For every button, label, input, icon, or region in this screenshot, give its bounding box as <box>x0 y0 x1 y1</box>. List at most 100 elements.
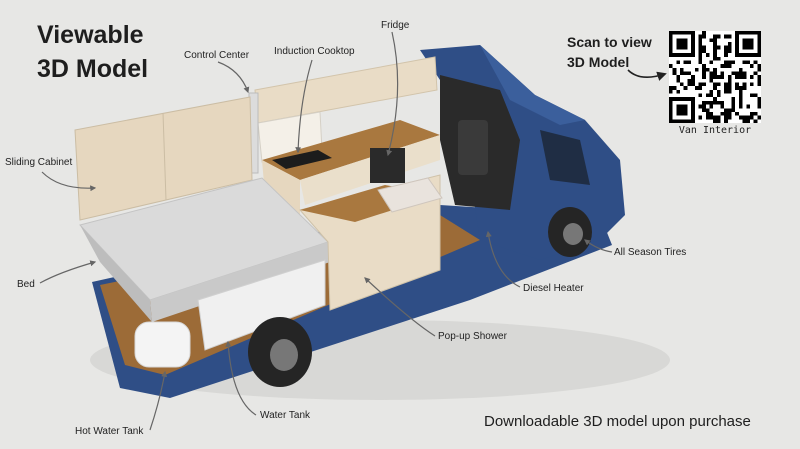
kitchen-cabinet-front <box>262 160 300 215</box>
qr-module <box>702 108 706 112</box>
qr-module <box>709 71 714 76</box>
qr-module <box>757 97 761 101</box>
qr-module <box>724 119 728 123</box>
qr-module <box>713 49 717 54</box>
qr-module <box>746 60 750 65</box>
qr-module <box>727 89 732 94</box>
qr-module <box>709 89 714 94</box>
qr-module <box>698 93 703 98</box>
qr-module <box>757 100 761 105</box>
kitchen-counter <box>262 120 440 180</box>
label-water-tank: Water Tank <box>260 410 311 421</box>
qr-module <box>738 93 743 98</box>
bed-side <box>80 225 152 322</box>
qr-module <box>753 93 758 98</box>
qr-module <box>738 86 743 90</box>
qr-module <box>709 38 714 43</box>
qr-module <box>713 71 717 76</box>
label-pop-up-shower: Pop-up Shower <box>438 331 507 342</box>
qr-module <box>742 86 747 90</box>
qr-module <box>738 67 743 72</box>
qr-module <box>724 86 728 90</box>
qr-module <box>676 60 681 65</box>
qr-module <box>680 67 684 72</box>
qr-module <box>757 78 761 83</box>
qr-module <box>757 64 761 68</box>
qr-module <box>669 89 673 94</box>
cab-window <box>540 130 590 185</box>
qr-module <box>680 82 684 87</box>
qr-module <box>742 115 747 120</box>
qr-module <box>724 115 728 120</box>
qr-module <box>738 71 743 76</box>
qr-module <box>705 100 710 105</box>
qr-module <box>727 86 732 90</box>
qr-module <box>757 115 761 120</box>
qr-module <box>687 82 692 87</box>
hot-water-tank <box>134 321 191 368</box>
qr-module <box>727 60 732 65</box>
qr-module <box>753 60 758 65</box>
qr-module <box>727 108 732 112</box>
qr-caption: Van Interior <box>678 125 752 136</box>
qr-module <box>709 78 714 83</box>
qr-module <box>713 75 717 79</box>
qr-module <box>753 111 758 116</box>
sink-basin <box>377 177 443 213</box>
qr-module <box>694 86 699 90</box>
callout-arrow-pop-up-shower <box>364 277 436 337</box>
qr-module <box>672 86 677 90</box>
callout-arrow-water-tank <box>225 340 257 416</box>
qr-module <box>735 86 739 90</box>
qr-module <box>716 115 721 120</box>
qr-module <box>731 97 736 101</box>
upper-wall-panel <box>254 56 438 124</box>
qr-module <box>724 49 728 54</box>
qr-module <box>727 111 732 116</box>
qr-module <box>727 78 732 83</box>
qr-module <box>672 71 677 76</box>
qr-finder <box>676 38 688 50</box>
qr-module <box>724 64 728 68</box>
qr-module <box>749 115 754 120</box>
sliding-cabinet <box>74 96 253 221</box>
qr-module <box>724 45 728 50</box>
qr-module <box>702 75 706 79</box>
qr-module <box>757 67 761 72</box>
qr-module <box>680 71 684 76</box>
qr-module <box>742 60 747 65</box>
qr-module <box>720 111 725 116</box>
qr-module <box>691 82 695 87</box>
qr-module <box>731 71 736 76</box>
qr-module <box>676 78 681 83</box>
qr-module <box>757 104 761 109</box>
qr-module <box>720 104 725 109</box>
qr-module <box>709 100 714 105</box>
qr-module <box>757 75 761 79</box>
callout-arrow-fridge <box>386 31 399 157</box>
qr-module <box>735 71 739 76</box>
qr-module <box>724 34 728 39</box>
qr-module <box>735 82 739 87</box>
qr-module <box>672 67 677 72</box>
qr-code[interactable] <box>669 31 761 123</box>
qr-module <box>716 34 721 39</box>
qr-module <box>713 97 717 101</box>
qr-module <box>753 119 758 123</box>
qr-module <box>702 64 706 68</box>
label-bed: Bed <box>17 279 35 290</box>
qr-module <box>702 67 706 72</box>
label-sliding-cabinet: Sliding Cabinet <box>5 157 73 168</box>
qr-module <box>727 75 732 79</box>
qr-module <box>698 42 703 46</box>
qr-module <box>724 82 728 87</box>
callout-arrow-control-center <box>217 61 250 94</box>
qr-module <box>724 108 728 112</box>
callout-arrow-bed <box>39 260 97 284</box>
qr-module <box>709 60 714 65</box>
qr-module <box>713 119 717 123</box>
qr-module <box>738 89 743 94</box>
qr-module <box>757 82 761 87</box>
qr-module <box>727 42 732 46</box>
